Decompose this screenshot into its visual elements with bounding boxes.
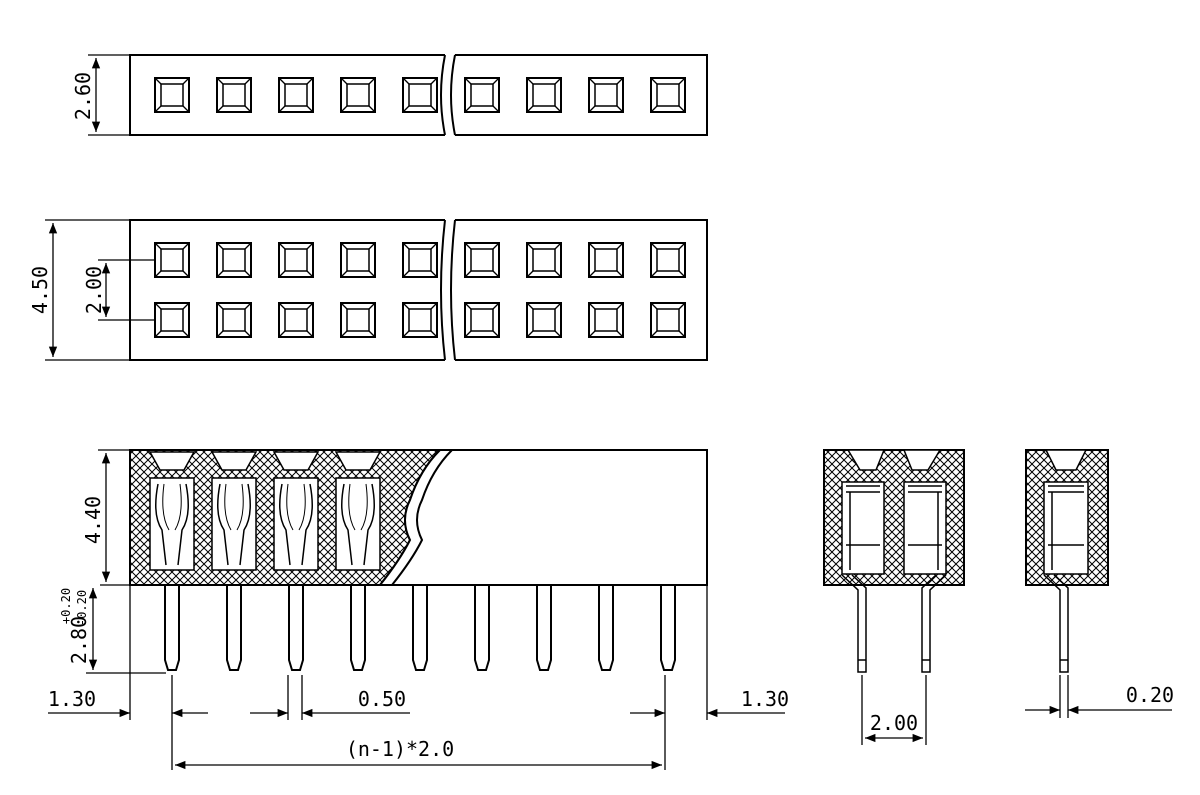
socket-square <box>340 302 376 338</box>
socket-square <box>402 242 438 278</box>
socket-square <box>216 302 252 338</box>
socket-square <box>278 242 314 278</box>
pin-length-dim <box>86 588 166 674</box>
socket-square <box>216 77 252 113</box>
left-offset-dim <box>48 585 208 770</box>
pin <box>164 586 180 671</box>
double-row-height-label: 4.50 <box>28 266 52 314</box>
socket-square <box>464 302 500 338</box>
pin-length-label: 2.80 <box>67 616 91 664</box>
socket-square <box>154 242 190 278</box>
pin <box>288 586 304 671</box>
body-height-label: 4.40 <box>81 496 105 544</box>
single-row-height-dim <box>88 54 130 136</box>
pin <box>660 586 676 671</box>
pin <box>474 586 490 671</box>
double-row-height-dim <box>45 219 130 361</box>
body-height-dim <box>98 449 130 586</box>
contact-cavity <box>334 451 382 571</box>
socket-square <box>402 77 438 113</box>
socket-square <box>216 242 252 278</box>
pin <box>226 586 242 671</box>
pin-length-tol-plus: +0.20 <box>59 588 73 624</box>
socket-square <box>588 77 624 113</box>
double-row-side-section <box>823 449 965 673</box>
pin-thickness-dim <box>1025 675 1172 718</box>
socket-square <box>650 302 686 338</box>
right-offset-dim <box>630 585 785 770</box>
row-pitch-dim <box>98 259 155 321</box>
socket-square <box>526 77 562 113</box>
front-section-view <box>129 449 708 671</box>
socket-square <box>464 242 500 278</box>
socket-square <box>402 302 438 338</box>
contact-cavity <box>272 451 320 571</box>
pin <box>598 586 614 671</box>
socket-square <box>526 302 562 338</box>
socket-square <box>340 77 376 113</box>
left-offset-label: 1.30 <box>48 687 96 711</box>
pin-length-tol-minus: -0.20 <box>75 590 89 626</box>
pin-width-label: 0.50 <box>358 687 406 711</box>
overall-pitch-label: (n-1)*2.0 <box>346 737 454 761</box>
side-pin-pitch-label: 2.00 <box>870 711 918 735</box>
lower-row-sockets <box>154 302 686 338</box>
socket-square <box>464 77 500 113</box>
side-pin-pitch-dim <box>861 675 927 745</box>
socket-square <box>526 242 562 278</box>
pin <box>412 586 428 671</box>
double-row-top-view <box>129 219 708 361</box>
contact-cavities <box>148 451 382 571</box>
socket-square <box>588 302 624 338</box>
socket-square <box>278 302 314 338</box>
pin <box>536 586 552 671</box>
pin <box>350 586 366 671</box>
socket-square <box>650 77 686 113</box>
socket-square <box>278 77 314 113</box>
socket-square <box>154 302 190 338</box>
socket-square <box>154 77 190 113</box>
socket-square <box>650 242 686 278</box>
single-row-sockets <box>154 77 686 113</box>
socket-square <box>588 242 624 278</box>
single-row-height-label: 2.60 <box>71 72 95 120</box>
upper-row-sockets <box>154 242 686 278</box>
pin-width-dim <box>250 675 410 720</box>
right-offset-label: 1.30 <box>741 687 789 711</box>
front-pins <box>164 586 676 671</box>
single-row-top-view <box>129 54 708 136</box>
socket-square <box>340 242 376 278</box>
pin-thickness-label: 0.20 <box>1126 683 1174 707</box>
contact-cavity <box>148 451 196 571</box>
row-pitch-label: 2.00 <box>82 266 106 314</box>
contact-cavity <box>210 451 258 571</box>
single-row-side-section <box>1025 449 1109 673</box>
